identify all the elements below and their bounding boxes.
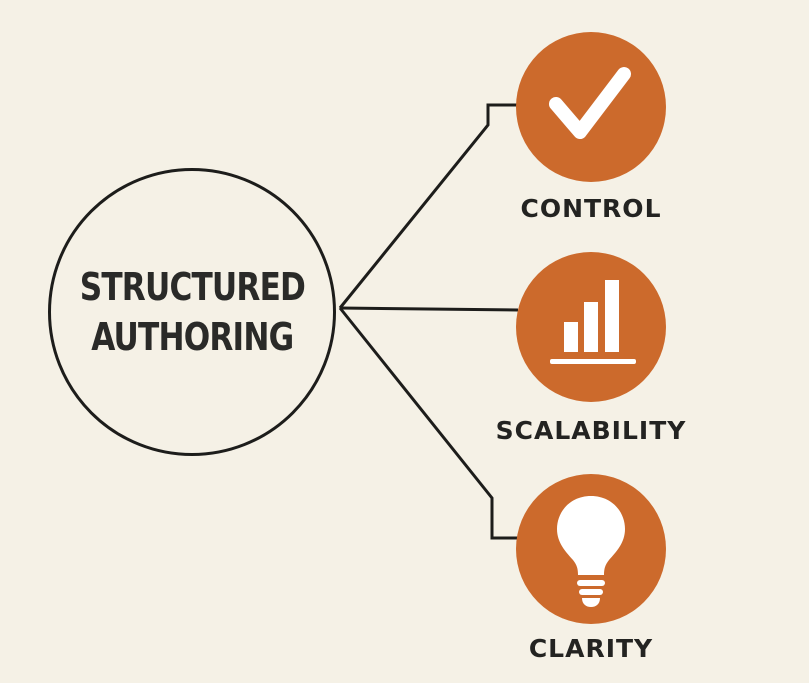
clarity-label: CLARITY [528, 634, 654, 663]
hub-title-line-2: AUTHORING [90, 315, 294, 359]
scalability-node [516, 252, 666, 402]
clarity-node [516, 474, 666, 624]
control-node [516, 32, 666, 182]
connector-to-scalability [339, 306, 519, 312]
control-label: CONTROL [520, 194, 662, 223]
connector-to-control [338, 103, 518, 309]
bar-chart-icon [550, 280, 636, 364]
lightbulb-icon [557, 496, 625, 607]
connector-to-clarity [338, 307, 518, 540]
hub-title-line-1: STRUCTURED [79, 265, 305, 309]
scalability-label: SCALABILITY [495, 416, 687, 445]
hub-circle: STRUCTURED AUTHORING [48, 168, 336, 456]
checkmark-icon [549, 67, 631, 139]
